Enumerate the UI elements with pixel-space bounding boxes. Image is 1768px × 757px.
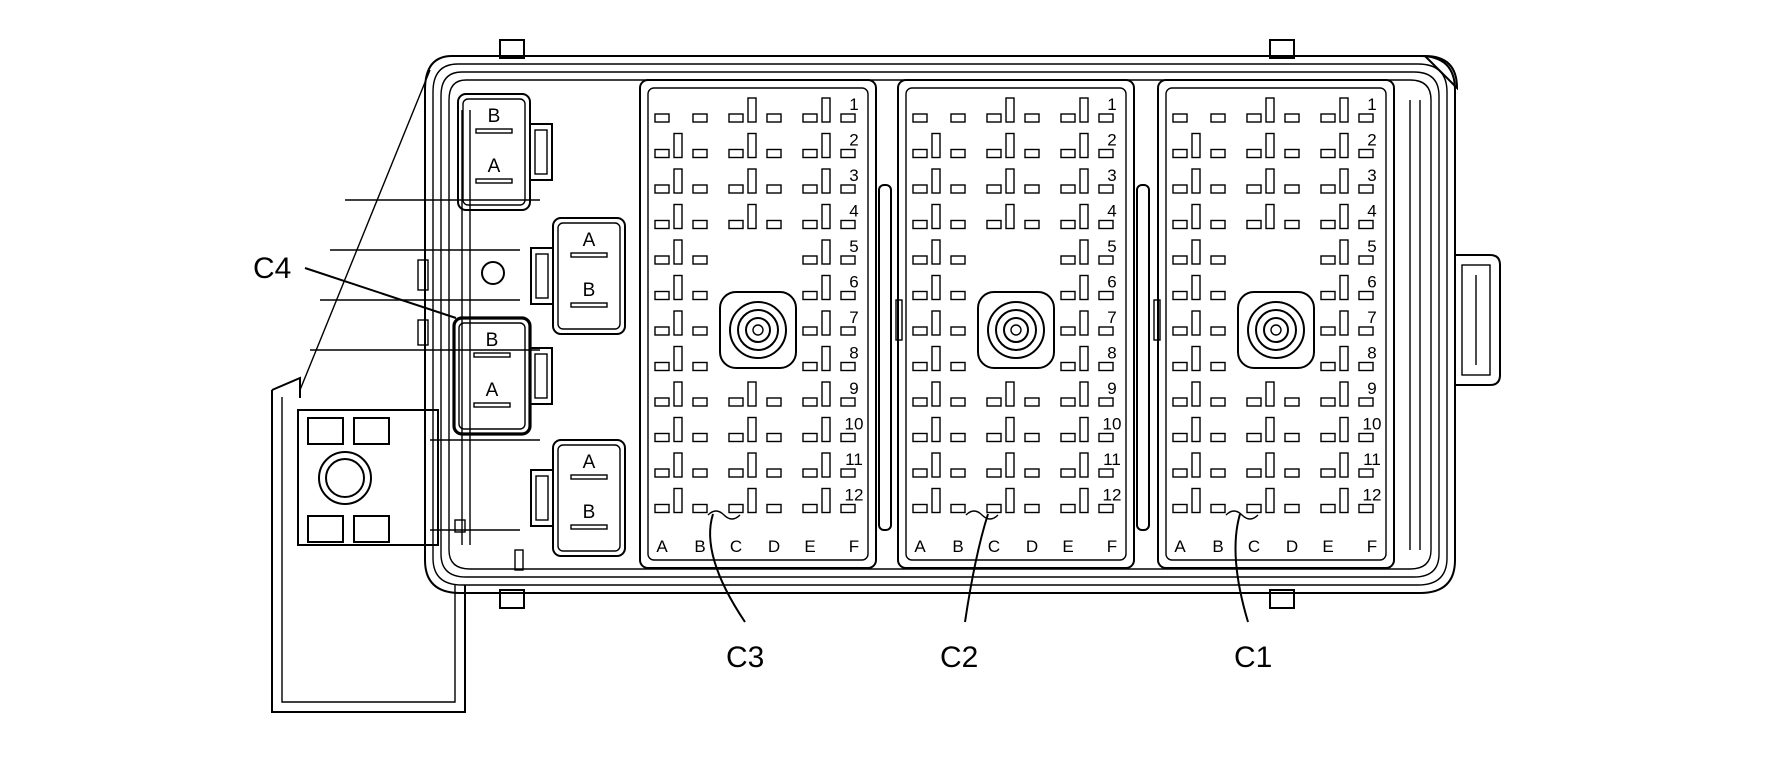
row-number-label: 6 xyxy=(1107,273,1116,292)
row-number-label: 5 xyxy=(1367,237,1376,256)
callout-leaders xyxy=(304,267,1249,623)
row-number-label: 8 xyxy=(849,344,858,363)
column-letter-label: E xyxy=(1062,537,1073,556)
housing-outline xyxy=(310,39,1501,609)
mounting-hole xyxy=(481,261,505,285)
column-letter-label: B xyxy=(1212,537,1223,556)
c1-leader-line xyxy=(1234,513,1249,623)
row-number-label: 10 xyxy=(1103,415,1122,434)
row-number-label: 6 xyxy=(1367,273,1376,292)
c2-leader-line xyxy=(964,513,989,623)
row-number-label: 2 xyxy=(1107,131,1116,150)
pin-label: B xyxy=(583,502,596,523)
c4-connector: BA xyxy=(452,316,553,436)
mounting-bracket xyxy=(271,69,466,713)
pin-label: A xyxy=(583,452,596,473)
column-letter-label: F xyxy=(1367,537,1377,556)
column-letter-label: B xyxy=(694,537,705,556)
row-number-label: 9 xyxy=(849,379,858,398)
row-number-label: 3 xyxy=(849,166,858,185)
row-number-label: 8 xyxy=(1367,344,1376,363)
connector-upper-left: BA xyxy=(457,93,553,211)
row-number-label: 11 xyxy=(845,450,863,469)
row-number-label: 5 xyxy=(1107,237,1116,256)
pin-label: B xyxy=(583,280,596,301)
row-number-label: 7 xyxy=(1107,308,1116,327)
row-number-label: 11 xyxy=(1103,450,1121,469)
row-number-label: 5 xyxy=(849,237,858,256)
row-number-label: 4 xyxy=(1367,202,1376,221)
column-letter-label: E xyxy=(1322,537,1333,556)
row-number-label: 10 xyxy=(845,415,864,434)
row-number-label: 2 xyxy=(1367,131,1376,150)
row-number-label: 8 xyxy=(1107,344,1116,363)
bracket-bolt-hole xyxy=(318,451,372,505)
row-number-label: 4 xyxy=(1107,202,1116,221)
connector-lower-right: AB xyxy=(530,439,626,557)
row-number-label: 4 xyxy=(849,202,858,221)
column-letter-label: F xyxy=(849,537,859,556)
row-number-label: 2 xyxy=(849,131,858,150)
column-letter-label: D xyxy=(1286,537,1298,556)
column-letter-label: C xyxy=(988,537,1000,556)
c2-callout-label: C2 xyxy=(940,641,978,674)
column-letter-label: D xyxy=(768,537,780,556)
column-letter-label: A xyxy=(1174,537,1186,556)
c1-callout-label: C1 xyxy=(1234,641,1272,674)
c4-callout-label: C4 xyxy=(253,252,291,285)
row-number-label: 6 xyxy=(849,273,858,292)
pin-label: B xyxy=(488,106,501,127)
row-number-label: 12 xyxy=(1363,486,1382,505)
row-number-label: 1 xyxy=(849,95,858,114)
column-letter-label: C xyxy=(1248,537,1260,556)
row-number-label: 10 xyxy=(1363,415,1382,434)
connector-mid-right: AB xyxy=(530,217,626,335)
row-number-label: 7 xyxy=(1367,308,1376,327)
row-number-label: 9 xyxy=(1367,379,1376,398)
pin-label: A xyxy=(488,156,501,177)
pin-label: B xyxy=(486,330,499,351)
column-letter-label: E xyxy=(804,537,815,556)
row-number-label: 9 xyxy=(1107,379,1116,398)
column-letter-label: C xyxy=(730,537,742,556)
row-number-label: 3 xyxy=(1367,166,1376,185)
column-letter-label: A xyxy=(914,537,926,556)
row-number-label: 1 xyxy=(1107,95,1116,114)
row-number-label: 12 xyxy=(1103,486,1122,505)
pin-label: A xyxy=(486,380,499,401)
c4-leader-line xyxy=(304,267,457,319)
c3-callout-label: C3 xyxy=(726,641,764,674)
column-letter-label: F xyxy=(1107,537,1117,556)
column-letter-label: A xyxy=(656,537,668,556)
column-letter-label: B xyxy=(952,537,963,556)
row-number-label: 7 xyxy=(849,308,858,327)
row-number-label: 3 xyxy=(1107,166,1116,185)
row-number-label: 1 xyxy=(1367,95,1376,114)
column-letter-label: D xyxy=(1026,537,1038,556)
row-number-label: 12 xyxy=(845,486,864,505)
c3-leader-line xyxy=(709,513,746,623)
pin-label: A xyxy=(583,230,596,251)
row-number-label: 11 xyxy=(1363,450,1381,469)
